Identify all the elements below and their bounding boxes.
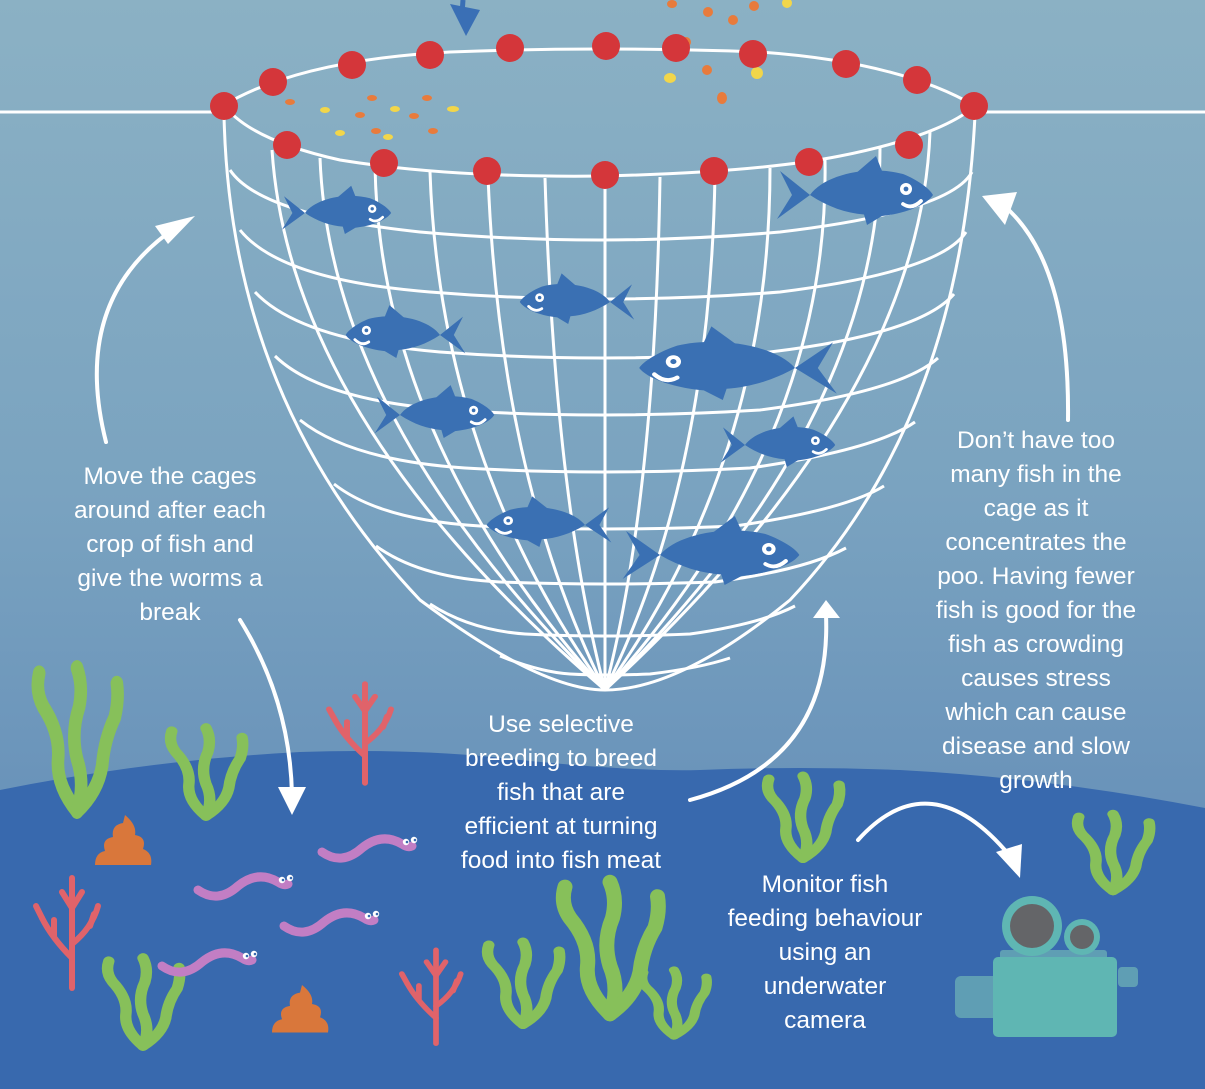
tip-monitor-feeding: Monitor fish feeding behaviour using an …: [727, 871, 923, 1034]
underwater-camera-icon: [955, 896, 1138, 1037]
tip-selective-breeding: Use selective breeding to breed fish tha…: [460, 711, 662, 874]
arrow-heads: [155, 192, 1022, 878]
food-pellets: [285, 0, 792, 140]
cage-floats: [210, 32, 988, 189]
feed-arrow-icon: [450, 0, 480, 36]
tip-stocking-density: Don’t have too many fish in the cage as …: [935, 427, 1137, 794]
arrow-right-up: [1000, 202, 1071, 422]
arrow-left-down: [238, 618, 294, 797]
arrow-left-up: [94, 226, 177, 444]
tip-move-cages: Move the cages around after each crop of…: [73, 463, 267, 626]
arrow-camera: [856, 801, 1012, 858]
cycle-arrows: [94, 202, 1071, 858]
arrow-center-up: [688, 613, 829, 802]
